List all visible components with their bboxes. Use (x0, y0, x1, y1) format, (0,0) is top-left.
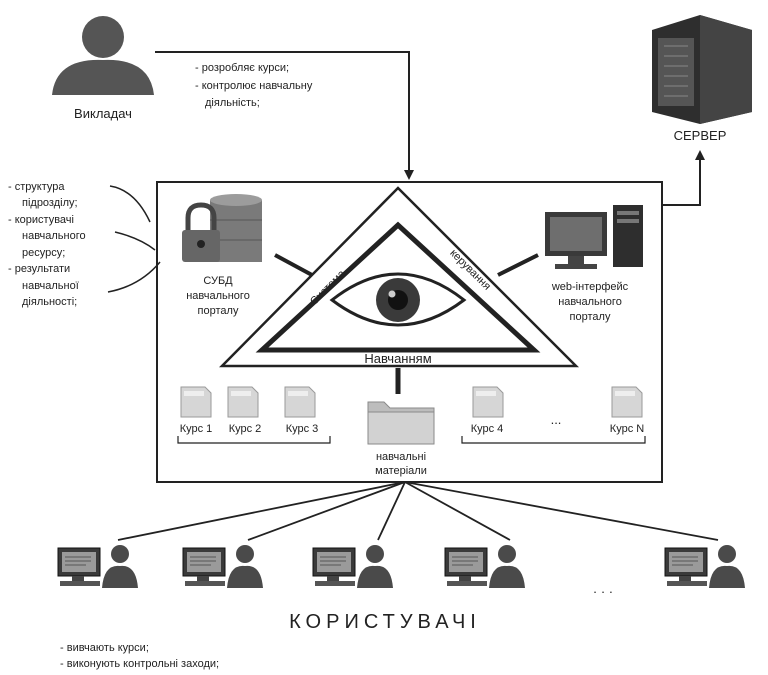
course-3-label: Курс 3 (286, 423, 319, 435)
eye-icon (329, 272, 467, 327)
course-brackets (177, 436, 646, 444)
course-2-icon (227, 386, 259, 418)
user-workstation-icon (57, 544, 139, 589)
user-workstation-icon (312, 544, 394, 589)
left-note-8: діяльності; (22, 296, 77, 308)
left-note-2: підрозділу; (22, 197, 78, 209)
server-arrow (662, 150, 705, 206)
users-ellipsis: · · · (593, 584, 613, 599)
user-workstation-icon (444, 544, 526, 589)
users-duty-1: - вивчають курси; (60, 642, 149, 654)
course-4-label: Курс 4 (471, 423, 504, 435)
left-note-7: навчальної (22, 280, 79, 292)
web-label-2: навчального (558, 296, 622, 308)
course-n-icon (611, 386, 643, 418)
web-label: web-інтерфейс навчального порталу (551, 281, 629, 323)
server-label: СЕРВЕР (674, 128, 727, 143)
teacher-arrow (155, 51, 414, 180)
left-note-4: навчального (22, 230, 86, 242)
course-2-label: Курс 2 (229, 423, 262, 435)
teacher-icon (52, 16, 154, 95)
course-1-icon (180, 386, 212, 418)
triangle-label-right: керування (447, 247, 493, 293)
users-label: КОРИСТУВАЧІ (289, 611, 481, 633)
server-icon (652, 15, 752, 124)
course-3-icon (284, 386, 316, 418)
dbms-label: СУБД навчального порталу (186, 275, 250, 317)
left-note-6: - результати (8, 263, 70, 275)
left-note-braces (107, 185, 161, 293)
computer-icon (545, 205, 643, 269)
folder-icon (367, 401, 435, 445)
lms-triangle-inner (255, 221, 541, 353)
web-connector (497, 253, 539, 277)
dbms-connector (274, 253, 313, 277)
dbms-label-1: СУБД (203, 275, 233, 287)
triangle-label-bottom: Навчанням (364, 351, 431, 366)
users-duty-2: - виконують контрольні заходи; (60, 658, 219, 670)
course-4-icon (472, 386, 504, 418)
course-n-label: Курс N (610, 423, 644, 435)
left-note-1: - структура (8, 181, 65, 193)
dbms-label-2: навчального (186, 290, 250, 302)
lms-triangle-outer (219, 186, 580, 368)
left-note-3: - користувачі (8, 214, 74, 226)
teacher-duties: - розробляє курси; - контролює навчальну… (195, 62, 313, 109)
materials-label-1: навчальні (376, 451, 426, 463)
course-1-label: Курс 1 (180, 423, 213, 435)
materials-label-2: матеріали (375, 465, 427, 477)
teacher-duty-2: - контролює навчальну (195, 80, 313, 92)
teacher-duty-3: діяльність; (205, 97, 260, 109)
teacher-duty-1: - розробляє курси; (195, 62, 289, 74)
dbms-label-3: порталу (198, 305, 239, 317)
web-label-1: web-інтерфейс (551, 281, 629, 293)
left-notes: - структура підрозділу; - користувачі на… (8, 181, 86, 308)
web-label-3: порталу (570, 311, 611, 323)
teacher-label: Викладач (74, 106, 132, 121)
user-workstation-icon (664, 544, 746, 589)
dbms-icon (182, 194, 262, 262)
courses-ellipsis: ... (551, 412, 562, 427)
user-workstation-icon (182, 544, 264, 589)
user-connectors (117, 481, 719, 541)
left-note-5: ресурсу; (22, 247, 65, 259)
